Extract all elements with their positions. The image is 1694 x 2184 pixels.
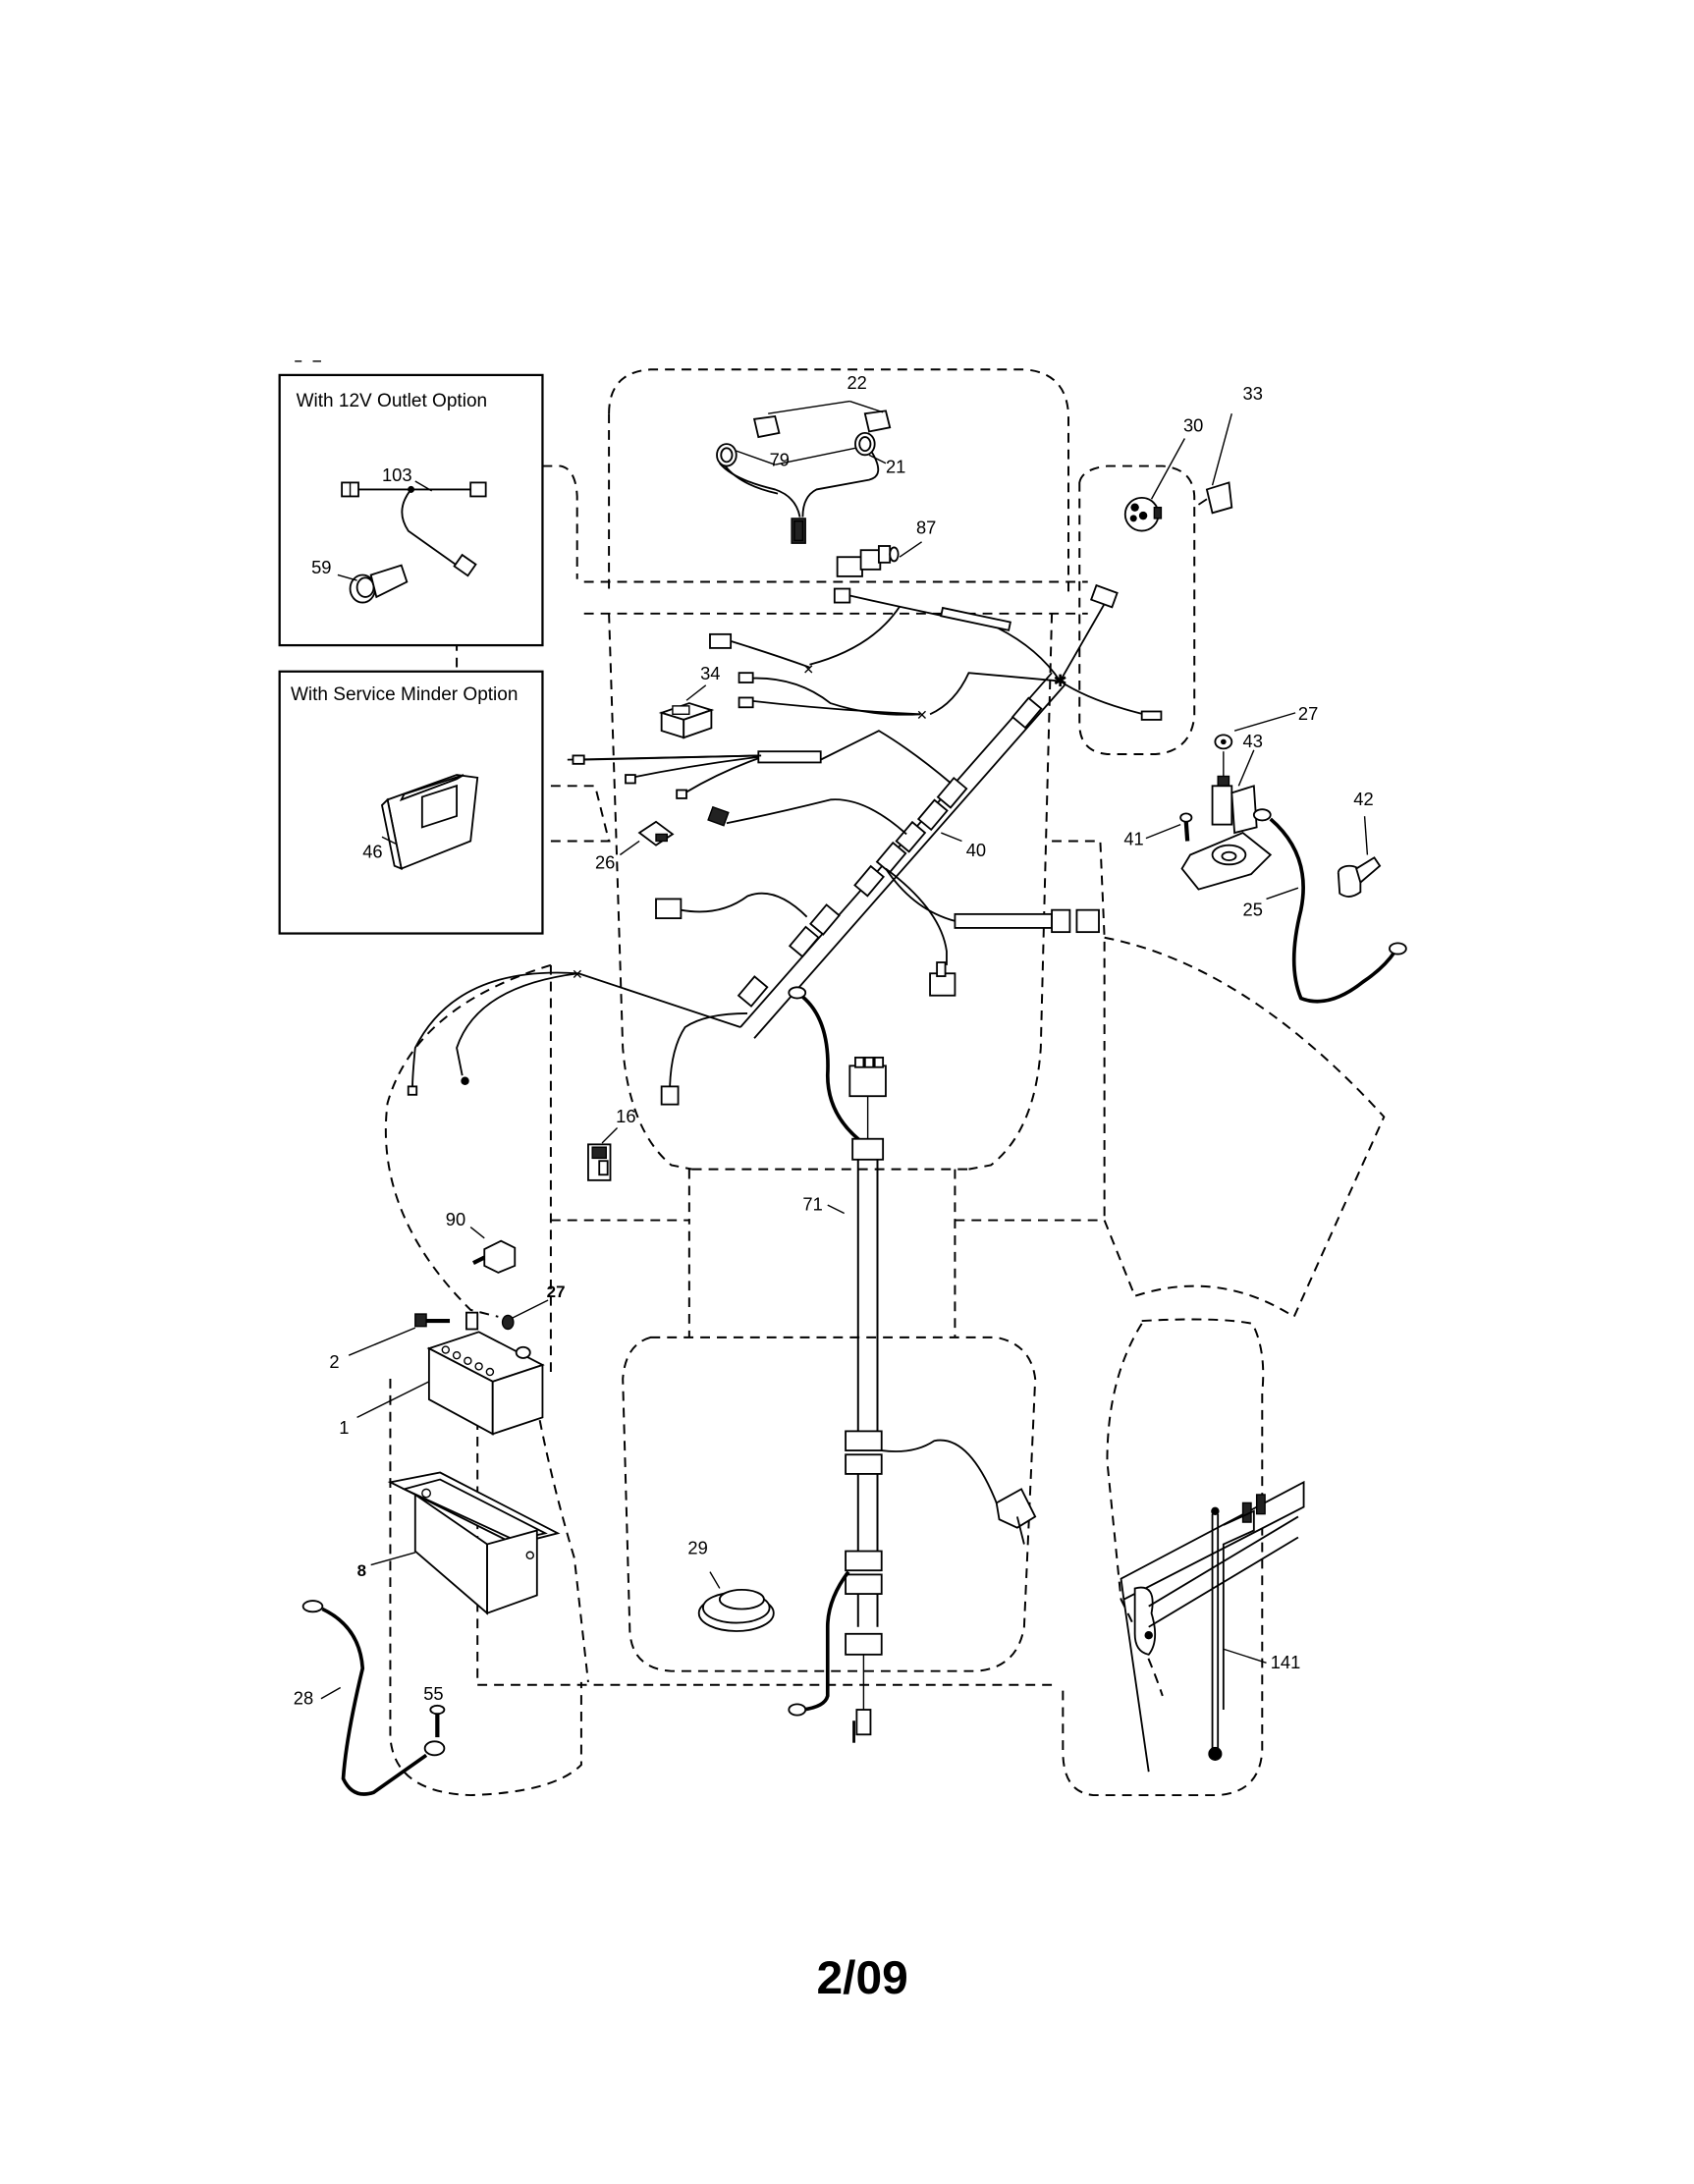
ignition-key-icon	[1197, 481, 1233, 515]
grommet-icon	[697, 1588, 775, 1632]
headlight-assembly	[716, 400, 892, 544]
rear-harness-71	[788, 986, 1037, 1743]
battery-box-icon	[387, 1471, 561, 1615]
callout-43: 43	[1243, 731, 1263, 751]
svg-text:✕: ✕	[802, 662, 814, 678]
callout-29: 29	[687, 1537, 707, 1557]
callout-1: 1	[339, 1417, 349, 1438]
solenoid-icon	[1180, 734, 1273, 891]
screw-icon	[429, 1704, 446, 1738]
switch-34-icon	[658, 702, 715, 739]
callout-8: 8	[357, 1561, 366, 1580]
callout-27-battery: 27	[547, 1283, 566, 1301]
option-title-12v: With 12V Outlet Option	[297, 391, 488, 411]
ground-cable-icon	[301, 1600, 446, 1796]
callout-26: 26	[595, 852, 615, 873]
callout-40: 40	[966, 840, 986, 860]
option-box-service-minder: With Service Minder Option 46	[278, 670, 544, 935]
callout-16: 16	[616, 1106, 635, 1126]
battery-icon	[426, 1331, 545, 1436]
page-number: 2/09	[816, 1952, 907, 2004]
callout-103: 103	[382, 464, 412, 485]
callout-41: 41	[1123, 829, 1143, 849]
callout-59: 59	[311, 557, 331, 577]
callout-27-solenoid: 27	[1298, 703, 1318, 724]
callout-141: 141	[1271, 1652, 1301, 1672]
callout-90: 90	[446, 1209, 465, 1229]
12v-outlet-icon	[349, 564, 409, 604]
outlet-harness-icon	[341, 481, 487, 577]
callout-2: 2	[329, 1351, 339, 1372]
callout-42: 42	[1353, 789, 1373, 809]
bolt-41-icon	[1179, 812, 1193, 842]
svg-text:✕: ✕	[916, 707, 928, 723]
tractor-outline	[384, 368, 1386, 1797]
interlock-bracket-icon	[1120, 1480, 1305, 1773]
callout-33: 33	[1243, 383, 1263, 404]
main-wire-harness: ✱ ✕ ✕	[407, 583, 1163, 1106]
solenoid-cable-icon	[1252, 808, 1407, 1004]
terminal-boot-icon	[1337, 856, 1382, 898]
ignition-switch-icon	[1123, 496, 1163, 532]
callout-28: 28	[294, 1687, 313, 1708]
service-minder-icon	[380, 774, 479, 871]
switch-87-icon	[836, 545, 900, 577]
callout-21: 21	[886, 457, 905, 477]
callout-22: 22	[847, 372, 867, 393]
callout-34: 34	[700, 663, 720, 683]
callout-25: 25	[1243, 899, 1263, 919]
callout-87: 87	[916, 517, 936, 537]
relay-icon	[587, 1143, 612, 1181]
diode-icon	[472, 1239, 517, 1274]
callout-30: 30	[1183, 414, 1203, 435]
fuse-icon	[637, 820, 675, 846]
callout-55: 55	[423, 1683, 443, 1704]
option-box-12v-outlet: With 12V Outlet Option 103 59	[278, 373, 544, 647]
callout-46: 46	[362, 841, 382, 861]
callout-79: 79	[770, 450, 790, 470]
battery-bolt-icon	[414, 1311, 515, 1331]
callout-71: 71	[802, 1194, 822, 1215]
option-title-service-minder: With Service Minder Option	[291, 684, 518, 705]
